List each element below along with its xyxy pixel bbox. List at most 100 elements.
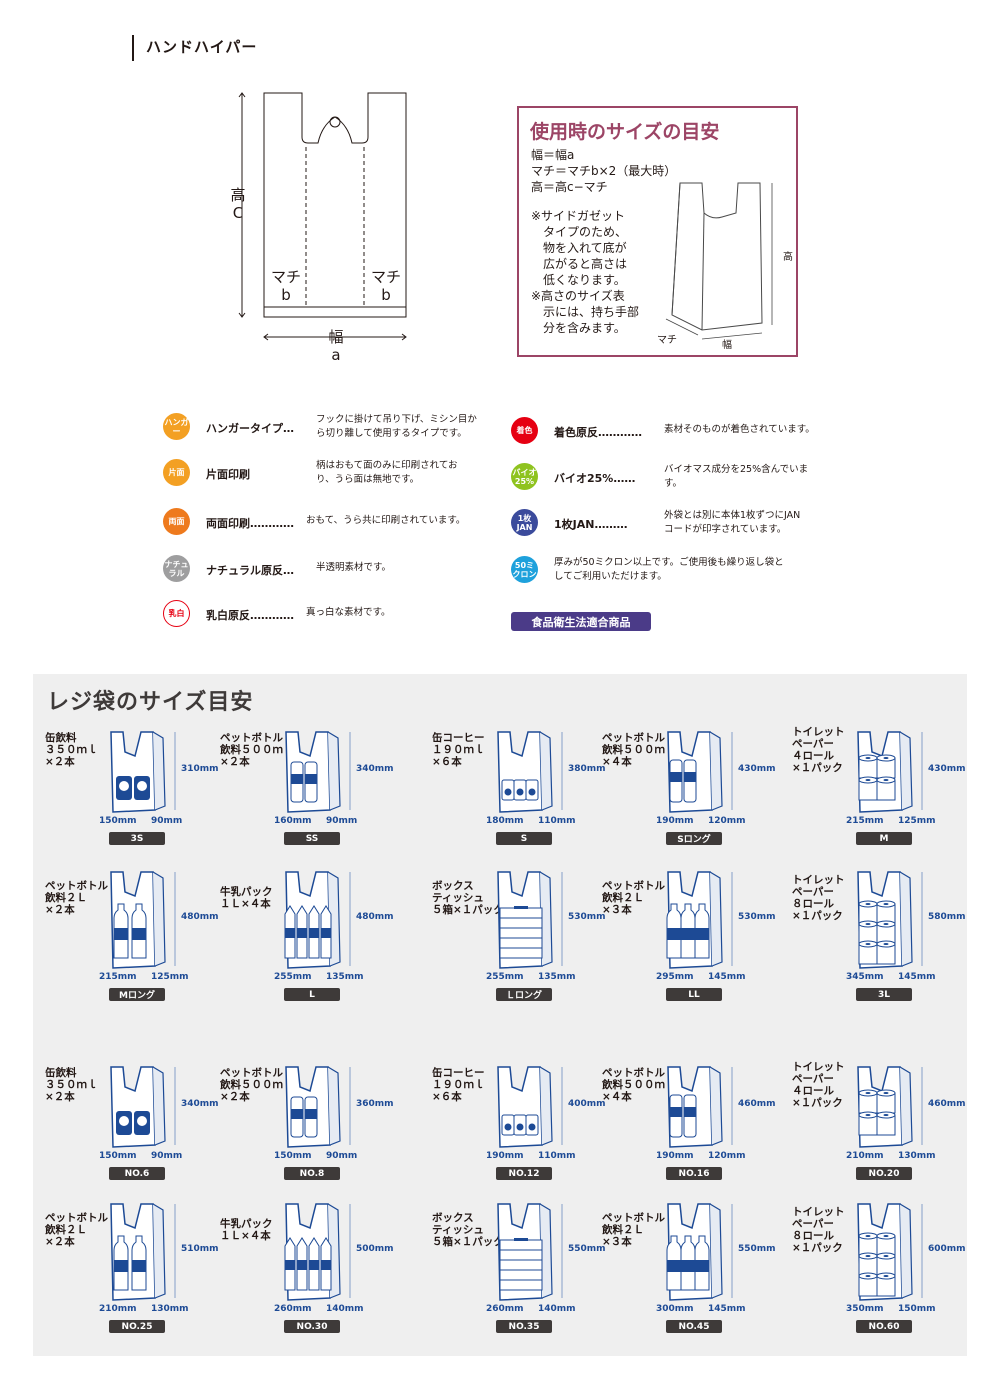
bag-height-dimension: 430mm bbox=[738, 764, 776, 774]
legend-description-line: ら切り離して使用するタイプです。 bbox=[316, 428, 467, 439]
size-item-label-line: ５箱×１パック bbox=[432, 904, 504, 916]
size-badge: NO.8 bbox=[284, 1167, 340, 1180]
size-item-label: ペットボトル飲料５００ｍｌ×４本 bbox=[602, 732, 676, 768]
bag-width-dimension: 350mm bbox=[846, 1304, 884, 1314]
guide-formulas: 幅＝幅a マチ＝マチb×2（最大時） 高＝高c−マチ bbox=[531, 147, 676, 195]
size-item-label: ペットボトル飲料２Ｌ×３本 bbox=[602, 880, 665, 916]
legend-description-line: 真っ白な素材です。 bbox=[306, 607, 391, 618]
bag-gusset-dimension: 110mm bbox=[538, 816, 576, 826]
bag-height-dimension: 480mm bbox=[181, 912, 219, 922]
bag-gusset-dimension: 145mm bbox=[898, 972, 936, 982]
bag-icon bbox=[110, 1066, 176, 1148]
legend-description: フックに掛けて吊り下げ、ミシン目から切り離して使用するタイプです。 bbox=[316, 413, 477, 441]
legend-description-line: り、うら面は無地です。 bbox=[316, 474, 420, 485]
bag-height-dimension: 430mm bbox=[928, 764, 966, 774]
legend-name: 着色原反………… bbox=[554, 426, 642, 439]
bag-width-dimension: 260mm bbox=[486, 1304, 524, 1314]
size-item-label-line: ×１パック bbox=[792, 1097, 843, 1109]
size-item-label-line: トイレット bbox=[792, 726, 845, 738]
size-item-label-line: ペットボトル bbox=[45, 880, 108, 892]
bag-icon bbox=[857, 731, 923, 813]
bag-icon bbox=[667, 1066, 733, 1148]
legend-name: 片面印刷 bbox=[206, 468, 250, 481]
bag-gusset-dimension: 125mm bbox=[898, 816, 936, 826]
bag-gusset-dimension: 90mm bbox=[151, 1151, 183, 1161]
size-item-label: ペットボトル飲料２Ｌ×２本 bbox=[45, 1212, 108, 1248]
bag-width-dimension: 295mm bbox=[656, 972, 694, 982]
size-item-label-line: ×２本 bbox=[45, 1236, 75, 1248]
size-item-label-line: ４ロール bbox=[792, 1085, 834, 1097]
size-badge: 3S bbox=[109, 832, 165, 845]
bag-gusset-dimension: 90mm bbox=[326, 816, 358, 826]
size-item-label-line: ×４本 bbox=[602, 1091, 632, 1103]
legend-badge-icon: 50ミクロン bbox=[511, 556, 538, 583]
bag-width-dimension: 150mm bbox=[99, 816, 137, 826]
guide-notes: ※サイドガゼット タイプのため、 物を入れて底が 広がると高さは 低くなります。… bbox=[531, 208, 639, 336]
size-item-label-line: 飲料５００ｍｌ bbox=[602, 744, 676, 756]
size-badge: LL bbox=[666, 988, 722, 1001]
size-item-label-line: １９０ｍｌ bbox=[432, 1079, 485, 1091]
page-title: ハンドハイパー bbox=[146, 38, 258, 56]
bag-icon bbox=[285, 731, 351, 813]
legend-description: バイオマス成分を25%含んでいます。 bbox=[664, 463, 808, 491]
size-item-label-line: ×４本 bbox=[602, 756, 632, 768]
size-item-label-line: ×６本 bbox=[432, 1091, 462, 1103]
legend-name: ナチュラル原反… bbox=[206, 564, 294, 577]
height-label-letter: C bbox=[232, 204, 244, 222]
size-item-label-line: ティッシュ bbox=[432, 1224, 484, 1236]
legend-badge-icon: 着色 bbox=[511, 417, 538, 444]
size-badge: Sロング bbox=[666, 832, 722, 845]
bag-icon bbox=[857, 1066, 923, 1148]
bag-icon bbox=[666, 871, 733, 969]
bag-width-dimension: 190mm bbox=[656, 1151, 694, 1161]
size-item-label-line: ペーパー bbox=[792, 886, 834, 898]
size-badge: 3L bbox=[856, 988, 912, 1001]
size-badge: NO.6 bbox=[109, 1167, 165, 1180]
usage-size-guide bbox=[517, 106, 798, 357]
size-item-label: ペットボトル飲料５００ｍｌ×２本 bbox=[220, 732, 294, 768]
size-item-label-line: １Ｌ×４本 bbox=[220, 1230, 271, 1242]
bag-diagram bbox=[238, 92, 407, 341]
size-badge: NO.12 bbox=[496, 1167, 552, 1180]
size-item-label-line: ×２本 bbox=[220, 756, 250, 768]
fig-gusset-label: マチ bbox=[657, 335, 677, 346]
size-item-label-line: ペットボトル bbox=[602, 1212, 665, 1224]
legend-description: 半透明素材です。 bbox=[316, 561, 391, 575]
bag-icon bbox=[497, 731, 563, 813]
guide-note-line: 低くなります。 bbox=[531, 273, 626, 287]
size-item-label: ペットボトル飲料５００ｍｌ×４本 bbox=[602, 1067, 676, 1103]
size-badge: Ｌロング bbox=[496, 988, 552, 1001]
size-item-label: ペットボトル飲料５００ｍｌ×２本 bbox=[220, 1067, 294, 1103]
bag-icon bbox=[857, 1203, 923, 1301]
legend-name: ハンガータイプ… bbox=[206, 422, 294, 435]
legend-description-line: おもて、うら共に印刷されています。 bbox=[306, 515, 466, 526]
legend-description: 真っ白な素材です。 bbox=[306, 606, 391, 620]
bag-width-dimension: 150mm bbox=[99, 1151, 137, 1161]
legend-description-line: してご利用いただけます。 bbox=[554, 571, 667, 582]
size-item-label-line: 缶飲料 bbox=[45, 732, 77, 744]
guide-note-line: 分を含みます。 bbox=[531, 321, 626, 335]
bag-height-dimension: 460mm bbox=[928, 1099, 966, 1109]
legend-badge-icon: バイオ25% bbox=[511, 463, 538, 490]
bag-height-dimension: 600mm bbox=[928, 1244, 966, 1254]
size-item-label-line: ５箱×１パック bbox=[432, 1236, 504, 1248]
size-item-label-line: ペットボトル bbox=[220, 1067, 283, 1079]
bag-height-dimension: 360mm bbox=[356, 1099, 394, 1109]
size-item-label-line: 牛乳パック bbox=[220, 886, 273, 898]
bag-height-dimension: 550mm bbox=[738, 1244, 776, 1254]
guide-note-line: 広がると高さは bbox=[531, 257, 628, 271]
size-item-label-line: ４ロール bbox=[792, 750, 834, 762]
size-item-label-line: 缶コーヒー bbox=[432, 1067, 485, 1079]
size-item-label-line: ペットボトル bbox=[220, 732, 283, 744]
bag-gusset-dimension: 125mm bbox=[151, 972, 189, 982]
size-item-label-line: 飲料２Ｌ bbox=[45, 1224, 87, 1236]
bag-width-dimension: 260mm bbox=[274, 1304, 312, 1314]
size-badge: SS bbox=[284, 832, 340, 845]
